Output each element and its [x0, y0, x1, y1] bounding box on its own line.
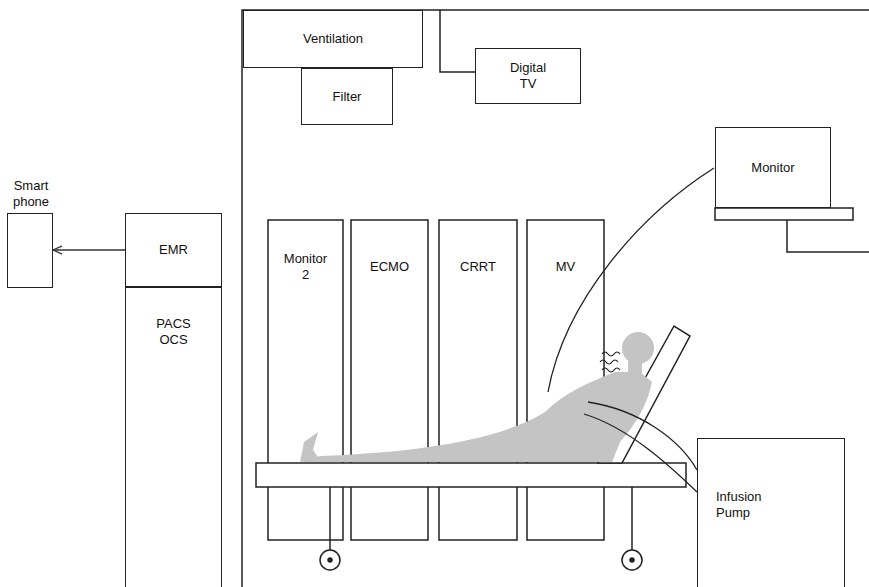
device-outlines — [268, 220, 604, 540]
node-label: PACS OCS — [152, 316, 196, 347]
wheel-hub — [630, 558, 634, 562]
node-label: MV — [556, 259, 576, 275]
wave — [600, 360, 618, 364]
device-outline — [527, 220, 604, 540]
node-label: Digital TV — [501, 60, 555, 91]
wave — [602, 352, 620, 356]
tv-box: Digital TV — [475, 48, 581, 104]
device-tower: Monitor 2 — [268, 220, 343, 540]
bed-wheel — [320, 550, 340, 570]
filter-box: Filter — [301, 68, 393, 125]
node-label: Ventilation — [303, 31, 363, 47]
device-outline — [268, 220, 343, 540]
bed-leg — [631, 487, 633, 550]
room-wall — [242, 10, 869, 587]
node-label: EMR — [159, 242, 188, 258]
node-label: Infusion Pump — [716, 489, 786, 520]
bed-platform — [256, 463, 686, 487]
device-tower: ECMO — [351, 220, 428, 540]
patient-foot — [300, 432, 320, 462]
patient-neck — [628, 358, 642, 376]
pump-box: Infusion Pump — [697, 438, 845, 587]
emr-box: EMR — [125, 213, 222, 287]
device-tower: CRRT — [439, 220, 517, 540]
monitor-arm — [787, 220, 869, 252]
bed — [256, 326, 690, 570]
node-label: Monitor 2 — [281, 251, 331, 282]
monitor-shelf — [715, 208, 853, 220]
node-label: CRRT — [460, 259, 496, 275]
wheel-hub — [328, 558, 332, 562]
data-arrow — [53, 249, 125, 250]
ventilation-box: Ventilation — [243, 10, 423, 68]
patient — [300, 332, 654, 462]
infusion-line — [588, 402, 697, 470]
pacs-ocs-box: PACS OCS — [125, 287, 222, 587]
monitor-cable — [548, 168, 714, 392]
phone-box: Smart phone — [7, 213, 53, 288]
node-label: ECMO — [370, 259, 409, 275]
breathing-waves — [600, 352, 620, 372]
node-label: Filter — [333, 89, 362, 105]
device-tower: MV — [527, 220, 604, 540]
bed-wheel — [622, 550, 642, 570]
node-label: Monitor — [751, 160, 794, 176]
infusion-line — [584, 414, 697, 492]
cables — [548, 168, 714, 492]
patient-body — [302, 372, 652, 462]
device-outline — [351, 220, 428, 540]
node-label: Smart phone — [3, 178, 59, 209]
bed-leg — [329, 487, 331, 550]
tv-mount — [440, 10, 475, 72]
wave — [602, 368, 620, 372]
device-outline — [439, 220, 517, 540]
monitor-box: Monitor — [715, 127, 831, 208]
